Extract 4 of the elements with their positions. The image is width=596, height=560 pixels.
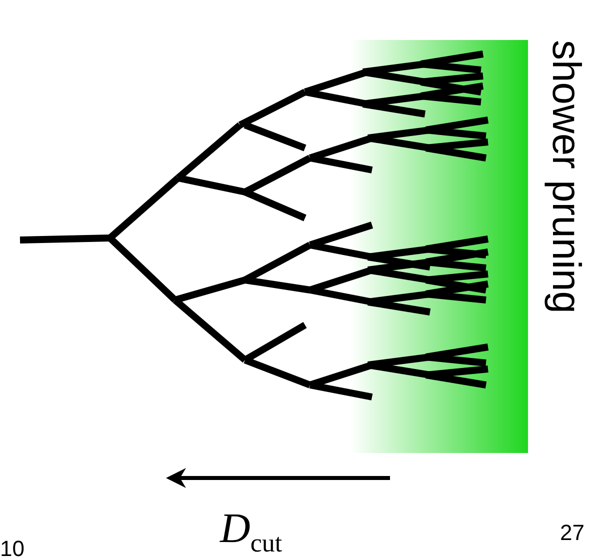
rotated-label: shower pruning	[543, 40, 588, 314]
variable-label: D$_{cut}$	[220, 505, 282, 558]
page-number: 10	[0, 536, 24, 560]
page-number: 27	[560, 520, 584, 546]
